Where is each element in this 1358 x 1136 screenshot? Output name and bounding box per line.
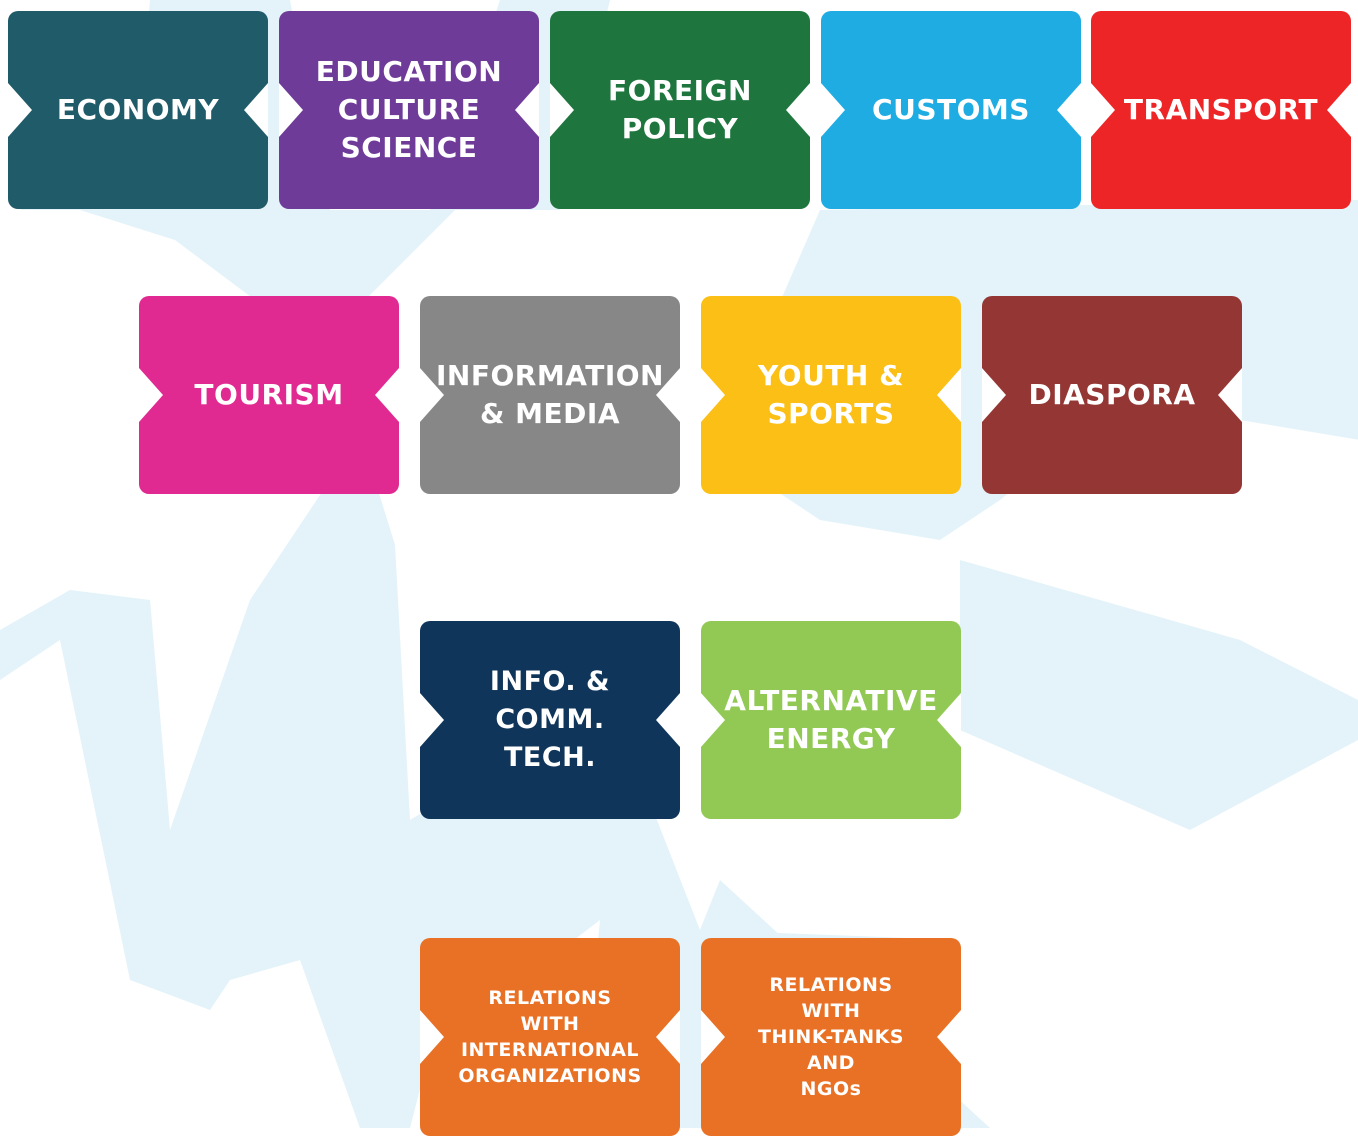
notch-right bbox=[1327, 83, 1351, 137]
notch-right bbox=[656, 693, 680, 747]
tile-information-media[interactable]: INFORMATION & MEDIA bbox=[420, 296, 680, 494]
notch-left bbox=[550, 83, 574, 137]
notch-right bbox=[375, 368, 399, 422]
notch-right bbox=[515, 83, 539, 137]
notch-right bbox=[1057, 83, 1081, 137]
tile-label: DIASPORA bbox=[1028, 378, 1196, 411]
tile-label: EDUCATION CULTURE SCIENCE bbox=[315, 55, 503, 164]
tile-economy[interactable]: ECONOMY bbox=[8, 11, 268, 209]
tile-label: YOUTH & SPORTS bbox=[757, 359, 904, 430]
tile-label: ALTERNATIVE ENERGY bbox=[724, 684, 938, 755]
notch-right bbox=[656, 1010, 680, 1064]
notch-left bbox=[8, 83, 32, 137]
notch-left bbox=[701, 1010, 725, 1064]
notch-left bbox=[701, 368, 725, 422]
tile-label: INFORMATION & MEDIA bbox=[436, 359, 664, 430]
tile-tourism[interactable]: TOURISM bbox=[139, 296, 399, 494]
notch-left bbox=[701, 693, 725, 747]
notch-right bbox=[937, 1010, 961, 1064]
tile-label: RELATIONS WITH THINK-TANKS AND NGOs bbox=[758, 974, 904, 1100]
notch-left bbox=[420, 1010, 444, 1064]
tile-transport[interactable]: TRANSPORT bbox=[1091, 11, 1351, 209]
tile-label: ECONOMY bbox=[56, 93, 220, 126]
notch-left bbox=[420, 368, 444, 422]
tile-relations-think-tanks-ngos[interactable]: RELATIONS WITH THINK-TANKS AND NGOs bbox=[701, 938, 961, 1136]
tile-youth-sports[interactable]: YOUTH & SPORTS bbox=[701, 296, 961, 494]
notch-left bbox=[139, 368, 163, 422]
tile-education-culture-science[interactable]: EDUCATION CULTURE SCIENCE bbox=[279, 11, 539, 209]
tile-customs[interactable]: CUSTOMS bbox=[821, 11, 1081, 209]
notch-left bbox=[1091, 83, 1115, 137]
tile-diaspora[interactable]: DIASPORA bbox=[982, 296, 1242, 494]
tile-label: INFO. & COMM. TECH. bbox=[489, 666, 611, 773]
tile-label: TRANSPORT bbox=[1123, 93, 1319, 126]
tile-label: TOURISM bbox=[194, 378, 344, 411]
notch-left bbox=[821, 83, 845, 137]
notch-left bbox=[279, 83, 303, 137]
notch-right bbox=[937, 368, 961, 422]
notch-right bbox=[786, 83, 810, 137]
tile-label: FOREIGN POLICY bbox=[608, 74, 752, 145]
tile-label: RELATIONS WITH INTERNATIONAL ORGANIZATIO… bbox=[458, 987, 642, 1087]
tile-foreign-policy[interactable]: FOREIGN POLICY bbox=[550, 11, 810, 209]
tile-label: CUSTOMS bbox=[872, 93, 1030, 126]
notch-left bbox=[982, 368, 1006, 422]
notch-left bbox=[420, 693, 444, 747]
tile-alternative-energy[interactable]: ALTERNATIVE ENERGY bbox=[701, 621, 961, 819]
tile-info-comm-tech[interactable]: INFO. & COMM. TECH. bbox=[420, 621, 680, 819]
notch-right bbox=[1218, 368, 1242, 422]
notch-right bbox=[937, 693, 961, 747]
tile-relations-international-organizations[interactable]: RELATIONS WITH INTERNATIONAL ORGANIZATIO… bbox=[420, 938, 680, 1136]
notch-right bbox=[244, 83, 268, 137]
notch-right bbox=[656, 368, 680, 422]
